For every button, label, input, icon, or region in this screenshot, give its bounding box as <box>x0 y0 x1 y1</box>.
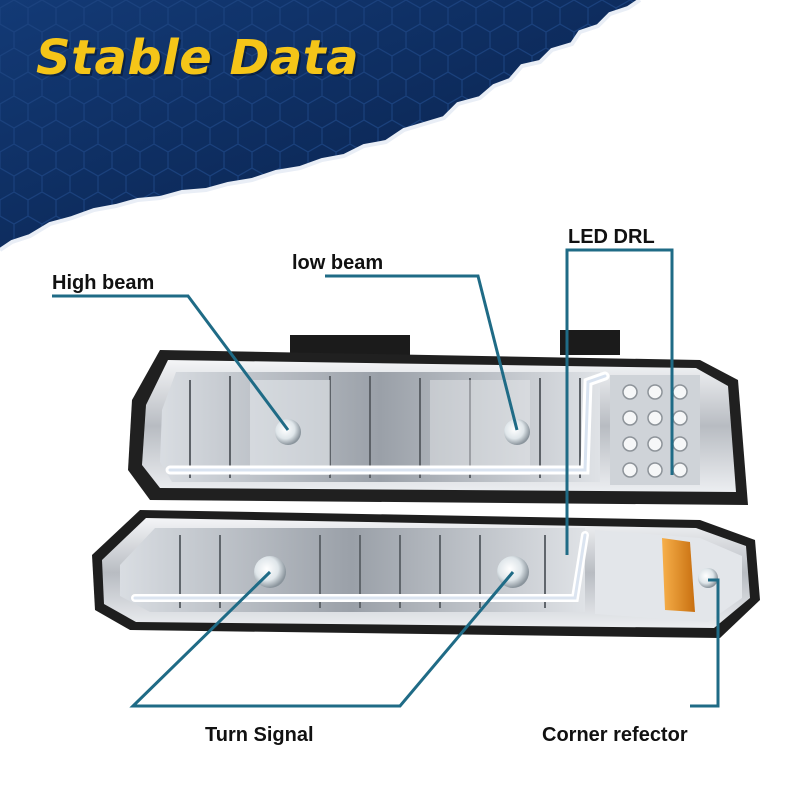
high-beam-label: High beam <box>52 272 155 294</box>
high-beam-leader <box>52 294 290 431</box>
corner-reflector-label: Corner refector <box>542 724 688 746</box>
led-drl-leader <box>565 248 674 555</box>
torn-edge <box>0 0 642 252</box>
corner-reflector-bulb <box>698 568 718 588</box>
turn-signal-label: Turn Signal <box>205 724 314 746</box>
upper-headlight <box>128 330 748 505</box>
low-beam-label: low beam <box>292 252 384 274</box>
low-beam-bulb <box>504 419 530 445</box>
led-drl-label: LED DRL <box>568 226 655 248</box>
low-beam-leader <box>325 274 519 431</box>
corner-reflector-leader <box>690 578 720 708</box>
page-title: Stable Data <box>36 30 360 86</box>
turn-signal-leader <box>129 570 515 708</box>
high-beam-bulb <box>275 419 301 445</box>
leader-lines <box>52 248 720 708</box>
lower-signal-lamp <box>92 510 760 638</box>
